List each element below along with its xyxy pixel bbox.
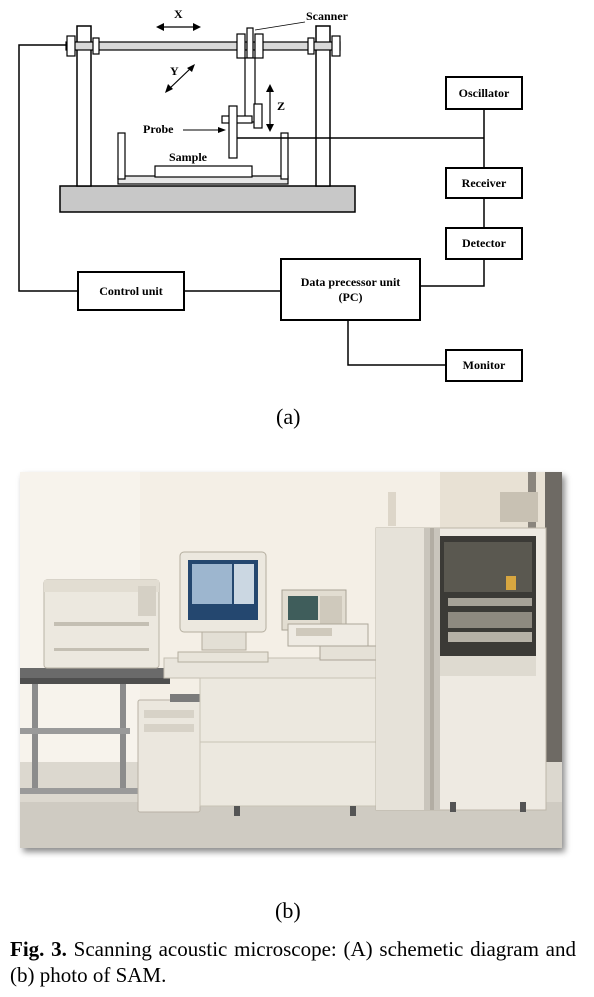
probe-rod (228, 105, 238, 159)
receiver-label: Receiver (461, 175, 507, 190)
stage-wall-left (117, 132, 126, 180)
x-axis-label: X (174, 7, 183, 21)
figure-number: Fig. 3. (10, 937, 67, 961)
top-rail (65, 41, 341, 51)
printer-cart-top (20, 668, 170, 680)
keyboard (177, 651, 269, 663)
detector-label: Detector (462, 236, 506, 250)
schematic-diagram (18, 21, 485, 366)
probe-label: Probe (143, 122, 174, 136)
monitor-label: Monitor (462, 358, 506, 372)
scanner-label: Scanner (306, 9, 348, 23)
control-unit-label: Control unit (99, 283, 163, 298)
sample-block (154, 165, 253, 178)
sam-photo (20, 472, 562, 848)
data-processor-label: Data precessor unit (300, 274, 401, 289)
oscillator-label: Oscillator (458, 85, 510, 100)
column-right (315, 25, 331, 187)
sample-label: Sample (169, 150, 208, 164)
data-processor-sublabel: (PC) (338, 289, 363, 304)
monitor-box: Monitor (445, 349, 523, 382)
oscillator-box: Oscillator (445, 76, 523, 110)
data-processor-box: Data precessor unit (PC) (280, 258, 421, 321)
caption-text: Scanning acoustic microscope: (A) scheme… (10, 937, 576, 987)
detector-box: Detector (445, 227, 523, 260)
z-axis-label: Z (277, 99, 286, 113)
stage-wall-right (280, 132, 289, 180)
figure-caption: Fig. 3. Scanning acoustic microscope: (A… (10, 936, 576, 988)
control-unit-box: Control unit (77, 271, 185, 311)
scanner-carriage (236, 33, 246, 59)
control-line (18, 44, 77, 292)
y-axis-label: Y (170, 64, 179, 78)
column-left (76, 25, 92, 187)
base-plate (59, 185, 356, 213)
panel-a-label: (a) (276, 404, 301, 429)
receiver-box: Receiver (445, 167, 523, 199)
panel-b-label: (b) (275, 898, 301, 923)
